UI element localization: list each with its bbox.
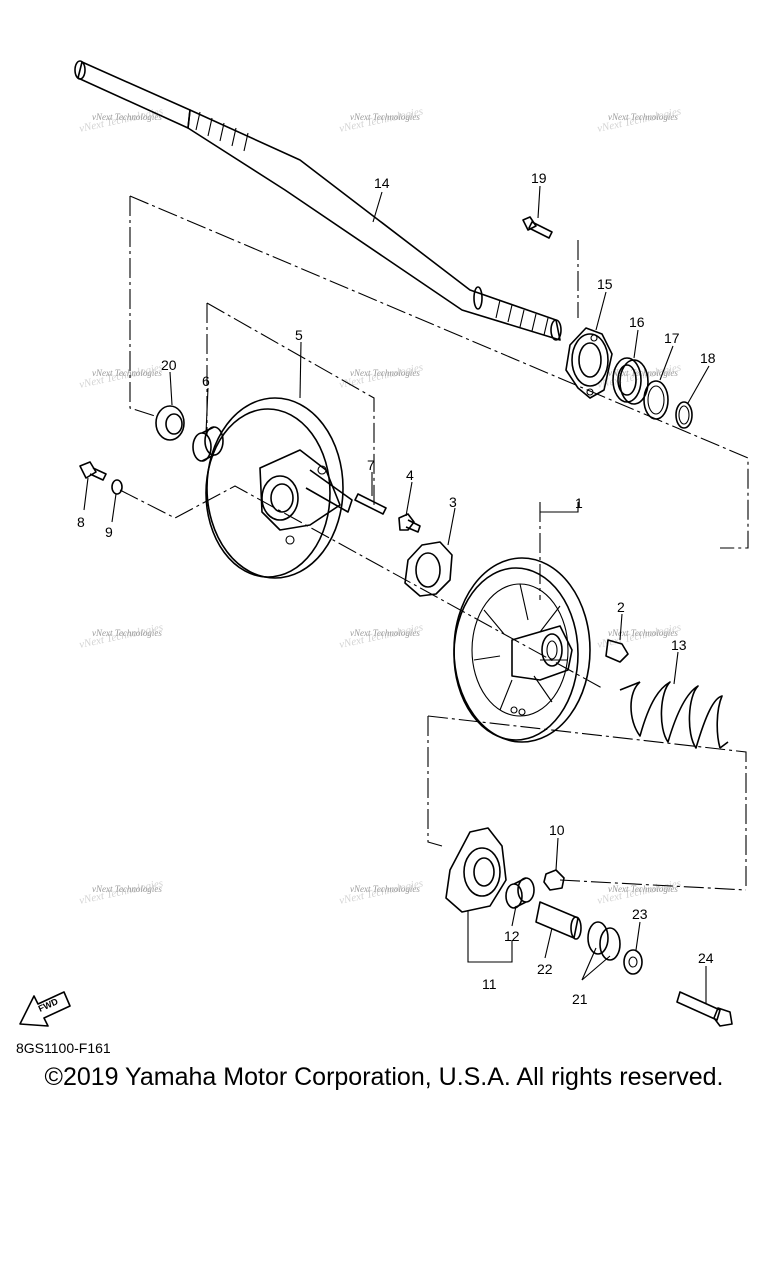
circlip-18: [675, 401, 693, 429]
callout-15: 15: [597, 276, 613, 292]
svg-text:vNext Technologies: vNext Technologies: [350, 368, 420, 378]
callout-19: 19: [531, 170, 547, 186]
callout-1: 1: [575, 495, 583, 511]
spring-13: [619, 681, 729, 749]
svg-text:vNext Technologies: vNext Technologies: [350, 884, 420, 894]
callout-7: 7: [367, 457, 375, 473]
svg-text:vNext Technologies: vNext Technologies: [92, 884, 162, 894]
fwd-arrow-icon: FWD: [19, 991, 71, 1027]
collar-22: [535, 901, 582, 940]
fwd-label: FWD: [37, 996, 60, 1014]
callout-8: 8: [77, 514, 85, 530]
nut-4: [398, 513, 421, 533]
leader-lines: [83, 185, 710, 1004]
callout-labels: 1 2 3 4 5 6 7 8 9 10 11 12 13 14 15 16 1…: [77, 170, 716, 1007]
callout-17: 17: [664, 330, 680, 346]
callout-23: 23: [632, 906, 648, 922]
callout-24: 24: [698, 950, 714, 966]
fixed-sheave: [453, 557, 591, 743]
callout-16: 16: [629, 314, 645, 330]
svg-text:vNext Technologies: vNext Technologies: [608, 112, 678, 122]
callout-6: 6: [202, 373, 210, 389]
callout-11: 11: [482, 976, 497, 992]
callout-21: 21: [572, 991, 588, 1007]
callout-12: 12: [504, 928, 520, 944]
bearing-housing: [565, 327, 613, 399]
svg-text:vNext Technologies: vNext Technologies: [608, 628, 678, 638]
washer-23: [623, 949, 643, 975]
stud-7: [354, 493, 387, 515]
callout-22: 22: [537, 961, 553, 977]
assembly-outlines: [119, 195, 749, 891]
svg-text:vNext Technologies: vNext Technologies: [92, 112, 162, 122]
bolt-24: [676, 991, 733, 1027]
circlip-17: [643, 380, 669, 420]
svg-text:vNext Technologies: vNext Technologies: [92, 628, 162, 638]
callout-13: 13: [671, 637, 687, 653]
drawing-code: 8GS1100-F161: [16, 1040, 111, 1056]
bearing: [612, 357, 649, 405]
svg-text:vNext Technologies: vNext Technologies: [92, 368, 162, 378]
callout-4: 4: [406, 467, 414, 483]
callout-20: 20: [161, 357, 177, 373]
spacers-21: [587, 921, 621, 961]
washer-9: [111, 479, 123, 495]
callout-14: 14: [374, 175, 390, 191]
svg-text:vNext Technologies: vNext Technologies: [350, 112, 420, 122]
callout-10: 10: [549, 822, 565, 838]
bolt-8: [79, 461, 107, 481]
svg-text:vNext Technologies: vNext Technologies: [608, 368, 678, 378]
callout-3: 3: [449, 494, 457, 510]
callout-5: 5: [295, 327, 303, 343]
bushing-6: [192, 426, 224, 462]
bracket-11: [445, 827, 507, 913]
callout-9: 9: [105, 524, 113, 540]
bushing-12: [505, 877, 535, 909]
gasket-3: [404, 541, 453, 597]
callout-2: 2: [617, 599, 625, 615]
svg-text:vNext Technologies: vNext Technologies: [350, 628, 420, 638]
weight-2: [605, 639, 629, 663]
svg-text:vNext Technologies: vNext Technologies: [608, 884, 678, 894]
bolt-19: [522, 216, 553, 239]
washer-20: [155, 405, 185, 441]
copyright-notice: ©2019 Yamaha Motor Corporation, U.S.A. A…: [44, 1063, 724, 1091]
drive-shaft: [74, 60, 562, 341]
callout-18: 18: [700, 350, 716, 366]
sliding-sheave: [205, 397, 353, 579]
